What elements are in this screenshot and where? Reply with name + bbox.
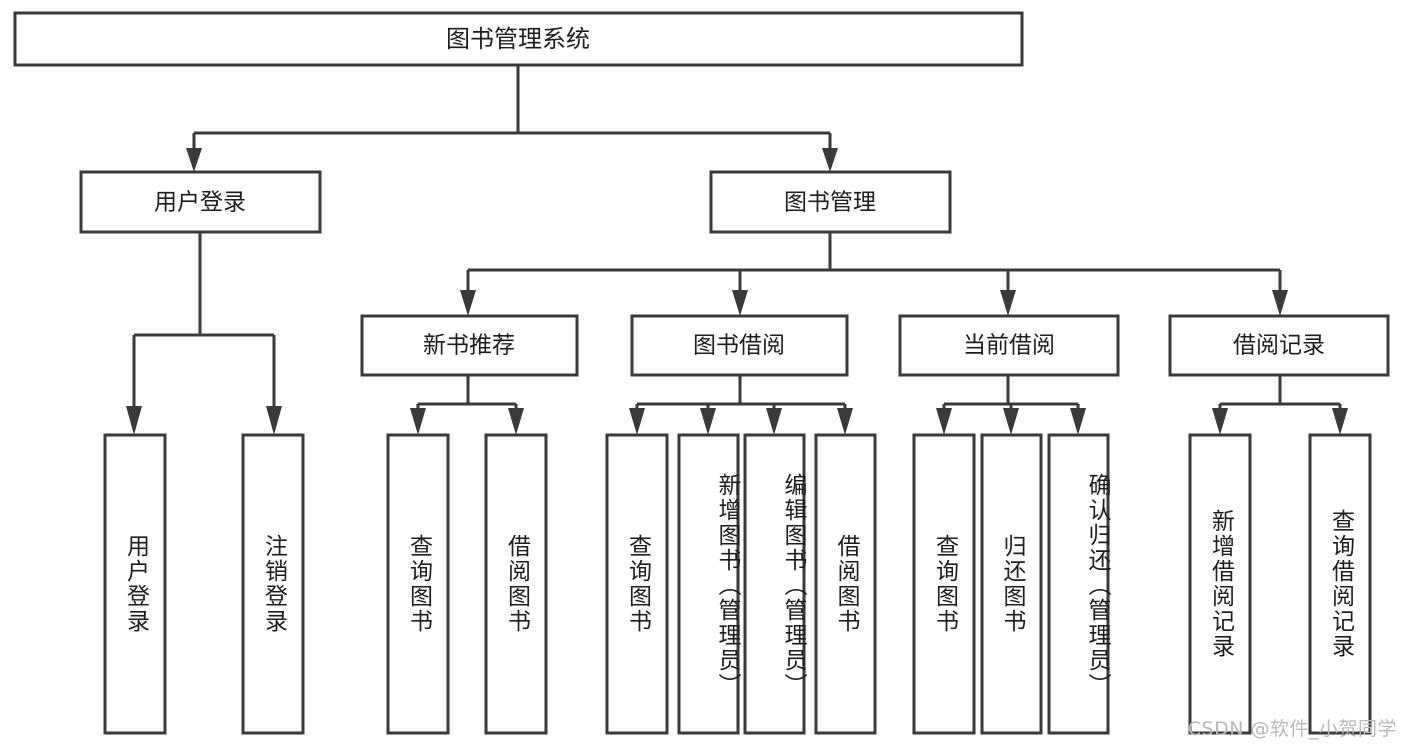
- node-book-management[interactable]: 图书管理: [709, 170, 952, 234]
- arrow-books-to-record: [1272, 290, 1288, 316]
- node-borrow-record-label: 借阅记录: [1233, 333, 1325, 359]
- arrow-newbook-leaf-2: [508, 408, 524, 435]
- leaf-box-borrow-query[interactable]: [605, 433, 669, 735]
- arrow-current-leaf-2: [1003, 408, 1019, 435]
- leaf-box-record-query[interactable]: [1308, 433, 1372, 735]
- arrow-books-to-newbook: [460, 290, 476, 316]
- node-new-book-recommend-label: 新书推荐: [423, 333, 515, 359]
- node-borrow-record[interactable]: 借阅记录: [1168, 314, 1390, 377]
- leaf-box-layer: [103, 433, 1372, 735]
- arrow-root-to-login: [186, 148, 202, 172]
- arrow-record-leaf-1: [1212, 408, 1228, 435]
- arrow-current-leaf-3: [1070, 408, 1086, 435]
- arrow-borrow-leaf-1: [629, 408, 645, 435]
- leaf-box-record-add[interactable]: [1188, 433, 1252, 735]
- leaf-box-newbook-borrow[interactable]: [484, 433, 548, 735]
- node-book-management-label: 图书管理: [784, 190, 876, 216]
- arrow-books-to-borrow: [732, 290, 748, 316]
- arrow-login-leaf-2: [266, 406, 282, 435]
- leaf-box-newbook-query[interactable]: [386, 433, 450, 735]
- leaf-box-user-login[interactable]: [103, 433, 167, 735]
- node-book-borrow-label: 图书借阅: [693, 333, 785, 359]
- node-new-book-recommend[interactable]: 新书推荐: [360, 314, 579, 377]
- leaf-box-borrow-add[interactable]: [677, 433, 740, 735]
- arrow-books-to-current: [1000, 290, 1016, 316]
- node-book-management-box[interactable]: [709, 170, 952, 234]
- node-user-login-box[interactable]: [79, 170, 322, 234]
- arrow-login-leaf-1: [126, 406, 142, 435]
- leaf-box-current-confirm[interactable]: [1047, 433, 1110, 735]
- csdn-watermark: CSDN @软件_小贺同学: [1187, 718, 1397, 740]
- node-borrow-record-box[interactable]: [1168, 314, 1390, 377]
- leaf-box-borrow-lend[interactable]: [814, 433, 877, 735]
- node-current-borrow-label: 当前借阅: [963, 333, 1055, 359]
- node-user-login[interactable]: 用户登录: [79, 170, 322, 234]
- leaf-box-logout[interactable]: [241, 433, 305, 735]
- node-current-borrow[interactable]: 当前借阅: [898, 314, 1120, 377]
- arrow-borrow-leaf-3: [766, 408, 782, 435]
- node-root[interactable]: 图书管理系统: [13, 11, 1024, 67]
- node-root-box[interactable]: [13, 11, 1024, 67]
- node-root-label: 图书管理系统: [446, 25, 590, 53]
- arrow-record-leaf-2: [1332, 408, 1348, 435]
- node-current-borrow-box[interactable]: [898, 314, 1120, 377]
- leaf-box-current-return[interactable]: [980, 433, 1043, 735]
- leaf-box-borrow-edit[interactable]: [743, 433, 806, 735]
- arrow-newbook-leaf-1: [410, 408, 426, 435]
- connector-layer: [126, 65, 1348, 435]
- node-user-login-label: 用户登录: [154, 190, 246, 216]
- arrow-borrow-leaf-4: [837, 408, 853, 435]
- node-new-book-recommend-box[interactable]: [360, 314, 579, 377]
- arrow-root-to-books: [822, 148, 838, 172]
- node-book-borrow[interactable]: 图书借阅: [630, 314, 849, 377]
- leaf-box-current-query[interactable]: [912, 433, 976, 735]
- arrow-borrow-leaf-2: [700, 408, 716, 435]
- node-book-borrow-box[interactable]: [630, 314, 849, 377]
- arrow-current-leaf-1: [936, 408, 952, 435]
